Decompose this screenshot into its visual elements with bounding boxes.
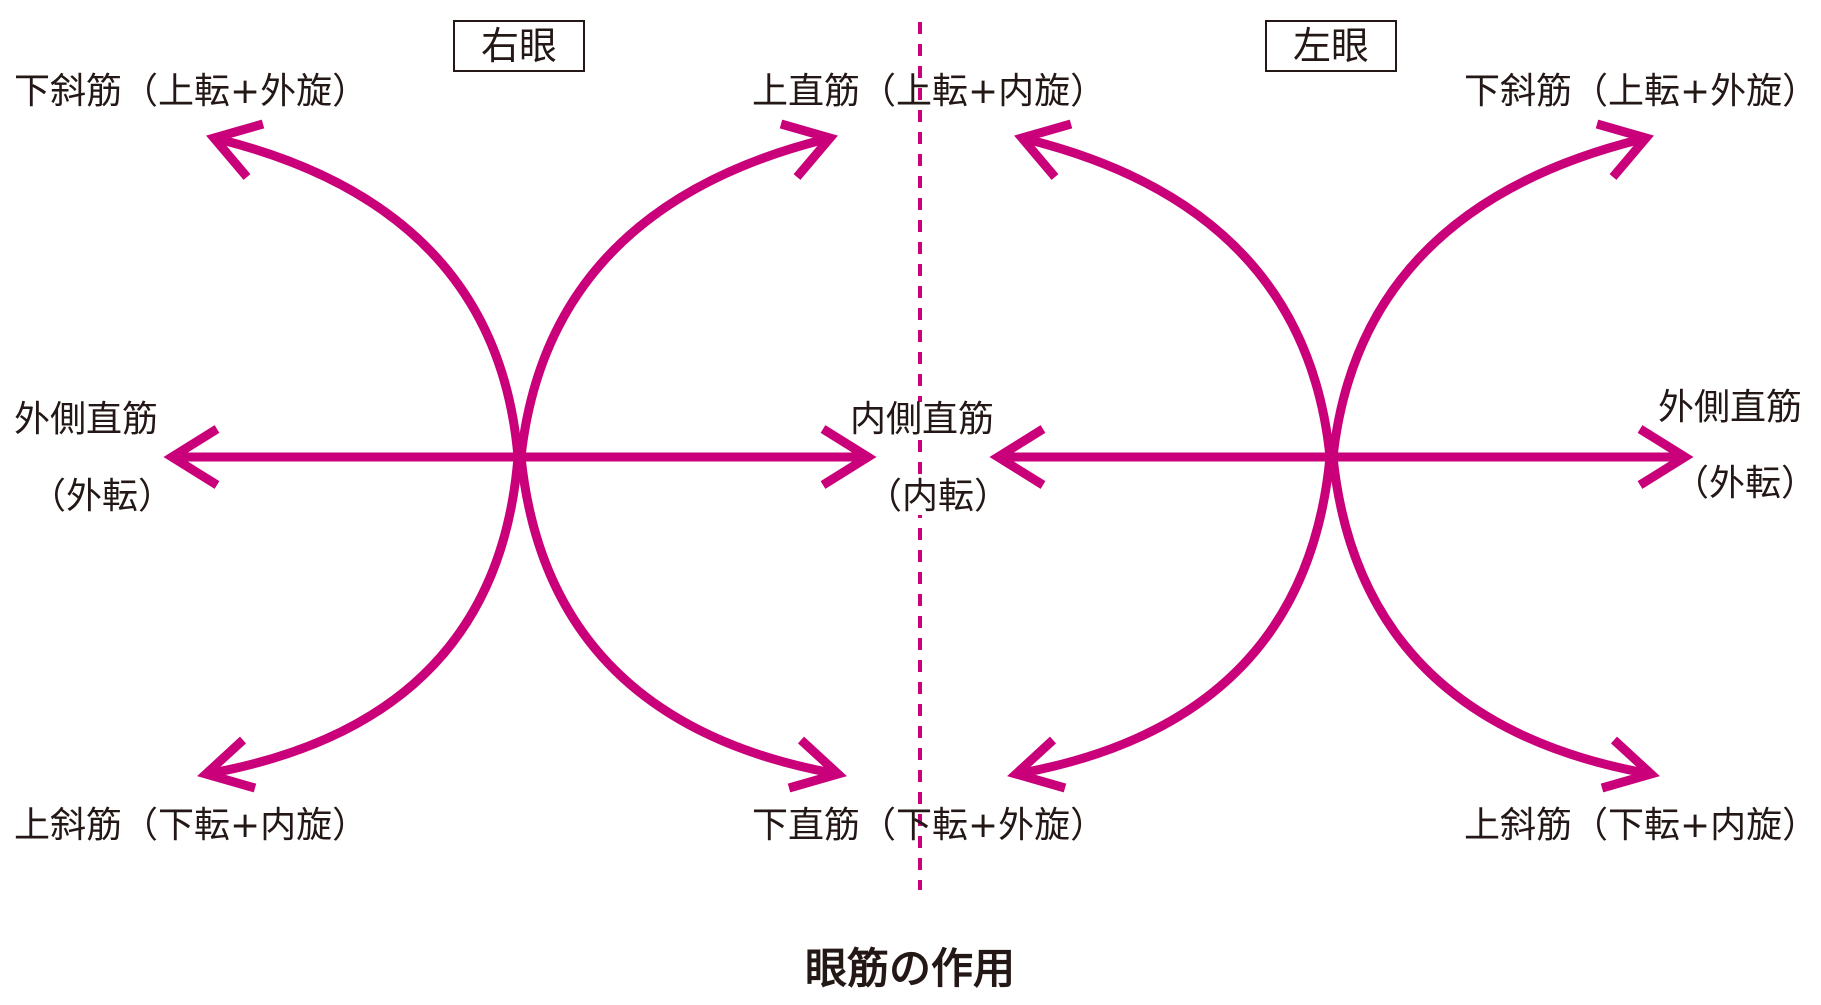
right-eye-right-curve xyxy=(516,135,833,778)
label-right-lateral-rectus: 外側直筋 xyxy=(14,399,159,440)
arrowhead-right-eye-bottom-right xyxy=(787,736,847,793)
arrowhead-left-eye-top-right xyxy=(1595,119,1654,180)
arrowhead-left-eye-bottom-left xyxy=(1007,736,1067,793)
arrowhead-right-eye-bottom-left xyxy=(197,736,257,793)
label-left-superior-oblique: 上斜筋（下転+内旋） xyxy=(1464,805,1819,846)
arrowhead-right-eye-top-left xyxy=(206,119,265,180)
arrowhead-left-eye-right xyxy=(1637,425,1694,489)
label-right-inferior-oblique: 下斜筋（上転+外旋） xyxy=(14,71,369,112)
arrowhead-right-eye-right xyxy=(820,425,877,489)
arrowhead-left-eye-bottom-right xyxy=(1600,736,1660,793)
arrowhead-right-eye-top-right xyxy=(779,119,838,180)
arrowhead-right-eye-left xyxy=(163,425,220,489)
label-left-lateral-rectus-action: （外転） xyxy=(1673,463,1818,504)
label-right-lateral-rectus-action: （外転） xyxy=(30,476,175,517)
label-right-inferior-rectus: 下直筋（下転+外旋） xyxy=(752,805,1107,846)
label-right-superior-rectus: 上直筋（上転+内旋） xyxy=(752,71,1107,112)
label-left-inferior-oblique: 下斜筋（上転+外旋） xyxy=(1464,71,1819,112)
label-medial-rectus-action: （内転） xyxy=(862,479,1015,515)
arrowhead-left-eye-top-left xyxy=(1014,119,1073,180)
left-eye-box: 左眼 xyxy=(1265,20,1397,72)
diagram-caption: 眼筋の作用 xyxy=(805,944,1016,993)
label-right-superior-oblique: 上斜筋（下転+内旋） xyxy=(14,805,369,846)
label-left-lateral-rectus: 外側直筋 xyxy=(1658,387,1803,428)
left-eye-right-curve xyxy=(1328,135,1646,778)
arrowhead-left-eye-left xyxy=(989,425,1046,489)
right-eye-box: 右眼 xyxy=(453,20,585,72)
label-medial-rectus: 内側直筋 xyxy=(846,402,999,438)
